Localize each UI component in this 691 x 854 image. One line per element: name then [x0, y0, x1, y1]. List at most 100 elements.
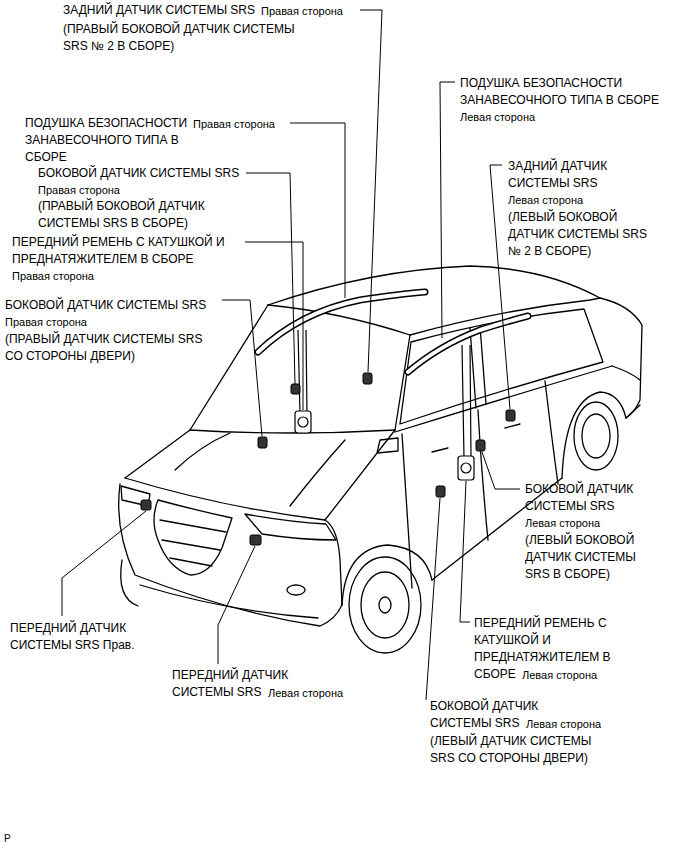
label-line: СИСТЕМЫ SRS: [525, 499, 615, 513]
label-line: ПОДУШКА БЕЗОПАСНОСТИ: [460, 76, 622, 90]
car-body: [119, 484, 342, 626]
label-line: Правая сторона: [193, 118, 275, 130]
wheel: [349, 402, 618, 653]
part-label: (ПРАВЫЙ БОКОВОЙ ДАТЧИК СИСТЕМЫ SRS № 2 В…: [63, 21, 295, 55]
label-line: Левая сторона: [526, 718, 601, 730]
wheel: [349, 557, 421, 653]
label-line: Правая сторона: [38, 184, 120, 196]
wheel: [582, 414, 610, 458]
car-body: [410, 298, 600, 335]
label-line: ЗАНАВЕСОЧНОГО ТИПА В: [25, 133, 179, 147]
wheel: [361, 572, 409, 638]
car-body: [600, 298, 642, 418]
label-line: ДАТЧИК СИСТЕМЫ SRS: [508, 227, 647, 241]
label-line: БОКОВОЙ ДАТЧИК: [525, 482, 633, 496]
srs-sensor: [250, 535, 261, 545]
leader-line: [62, 511, 146, 616]
car-body: [626, 405, 640, 418]
label-line: СБОРЕ: [25, 150, 67, 164]
curtain-airbag: [408, 316, 528, 372]
label-line: Левая сторона: [508, 194, 583, 206]
car-body: [121, 560, 138, 606]
side-label: Левая сторона: [268, 685, 343, 702]
seat-belt: [298, 417, 308, 427]
part-label: БОКОВОЙ ДАТЧИК СИСТЕМЫ SRS: [525, 481, 633, 515]
side-label: Левая сторона: [522, 667, 597, 684]
car-body: [325, 520, 342, 605]
curtain-airbag: [258, 292, 425, 352]
label-line: ЗАДНИЙ ДАТЧИК СИСТЕМЫ SRS: [63, 3, 255, 17]
label-line: Правая сторона: [12, 270, 94, 282]
car-body: [400, 309, 603, 424]
srs-sensor: [506, 410, 515, 421]
label-line: ПРЕДНАТЯЖИТЕЛЕМ В: [474, 650, 610, 664]
srs-sensor: [141, 373, 515, 545]
label-line: SRS № 2 В СБОРЕ): [63, 39, 174, 53]
label-line: SRS СО СТОРОНЫ ДВЕРИ): [430, 751, 588, 765]
seat-belt: [462, 345, 471, 458]
side-label: Левая сторона: [460, 109, 535, 126]
side-label: Правая сторона: [193, 116, 275, 133]
leader-line: [426, 498, 440, 700]
seat-belt: [458, 456, 474, 480]
label-line: БОКОВОЙ ДАТЧИК СИСТЕМЫ SRS: [38, 166, 239, 180]
wheel: [574, 402, 618, 470]
label-line: ПЕРЕДНИЙ РЕМЕНЬ С: [474, 616, 607, 630]
label-line: СИСТЕМЫ SRS: [508, 176, 598, 190]
car-body: [395, 366, 612, 432]
part-label: (ЛЕВЫЙ БОКОВОЙ ДАТЧИК СИСТЕМЫ SRS В СБОР…: [525, 532, 636, 583]
label-line: ПРЕДНАТЯЖИТЕЛЕМ В СБОРЕ: [12, 252, 194, 266]
label-line: ПОДУШКА БЕЗОПАСНОСТИ: [25, 116, 187, 130]
part-label: (ПРАВЫЙ БОКОВОЙ ДАТЧИК СИСТЕМЫ SRS В СБО…: [38, 198, 205, 232]
srs-sensor: [291, 384, 300, 394]
leader-line: [290, 123, 345, 298]
car-body: [342, 545, 432, 605]
side-label: Правая сторона: [12, 268, 94, 285]
label-line: ДАТЧИК СИСТЕМЫ: [525, 550, 636, 564]
curtain-airbag: [408, 316, 528, 372]
curtain-airbag: [258, 292, 425, 352]
label-line: Левая сторона: [268, 687, 343, 699]
label-line: СО СТОРОНЫ ДВЕРИ): [5, 349, 135, 363]
figure-code: P: [4, 830, 11, 847]
label-line: БОКОВОЙ ДАТЧИК СИСТЕМЫ SRS: [5, 298, 206, 312]
car-body: [154, 500, 232, 575]
side-label: Правая сторона: [261, 3, 343, 20]
label-line: Левая сторона: [522, 669, 597, 681]
car-body: [562, 392, 626, 478]
leader-line: [222, 300, 262, 436]
label-line: Правая сторона: [5, 316, 87, 328]
label-line: Левая сторона: [460, 111, 535, 123]
part-label: ЗАДНИЙ ДАТЧИК СИСТЕМЫ SRS: [508, 158, 607, 192]
seat-belt: [461, 463, 471, 473]
label-line: (ПРАВЫЙ ДАТЧИК СИСТЕМЫ SRS: [5, 332, 202, 346]
seat-belt: [295, 330, 474, 480]
car-body: [268, 266, 600, 305]
srs-sensor: [258, 437, 267, 448]
label-line: (ПРАВЫЙ БОКОВОЙ ДАТЧИК: [38, 199, 205, 213]
label-line: СИСТЕМЫ SRS: [430, 716, 520, 730]
label-line: № 2 В СБОРЕ): [508, 244, 591, 258]
label-line: Правая сторона: [261, 5, 343, 17]
label-line: (ЛЕВЫЙ БОКОВОЙ: [525, 533, 634, 547]
part-label: БОКОВОЙ ДАТЧИК СИСТЕМЫ SRS: [430, 698, 538, 732]
part-label: ПОДУШКА БЕЗОПАСНОСТИ ЗАНАВЕСОЧНОГО ТИПА …: [25, 115, 187, 166]
label-line: СИСТЕМЫ SRS В СБОРЕ): [38, 216, 188, 230]
side-label: Правая сторона: [5, 314, 87, 331]
seat-belt: [295, 411, 311, 433]
label-line: ПЕРЕДНИЙ ДАТЧИК: [10, 621, 126, 635]
srs-sensor: [476, 440, 485, 451]
wheel: [379, 597, 391, 613]
car-body: [160, 520, 226, 566]
leader-line: [440, 82, 455, 338]
srs-sensor: [363, 373, 372, 384]
srs-sensor: [436, 486, 445, 497]
label-line: КАТУШКОЙ И: [474, 633, 551, 647]
label-line: СИСТЕМЫ SRS Прав.: [10, 638, 135, 652]
car-body: [190, 430, 395, 433]
part-label: (ПРАВЫЙ ДАТЧИК СИСТЕМЫ SRS СО СТОРОНЫ ДВ…: [5, 331, 202, 365]
part-label: ПЕРЕДНИЙ РЕМЕНЬ С КАТУШКОЙ И ПРЕДНАТЯЖИТ…: [12, 234, 225, 268]
label-line: БОКОВОЙ ДАТЧИК: [430, 699, 538, 713]
car-body: [125, 430, 395, 520]
